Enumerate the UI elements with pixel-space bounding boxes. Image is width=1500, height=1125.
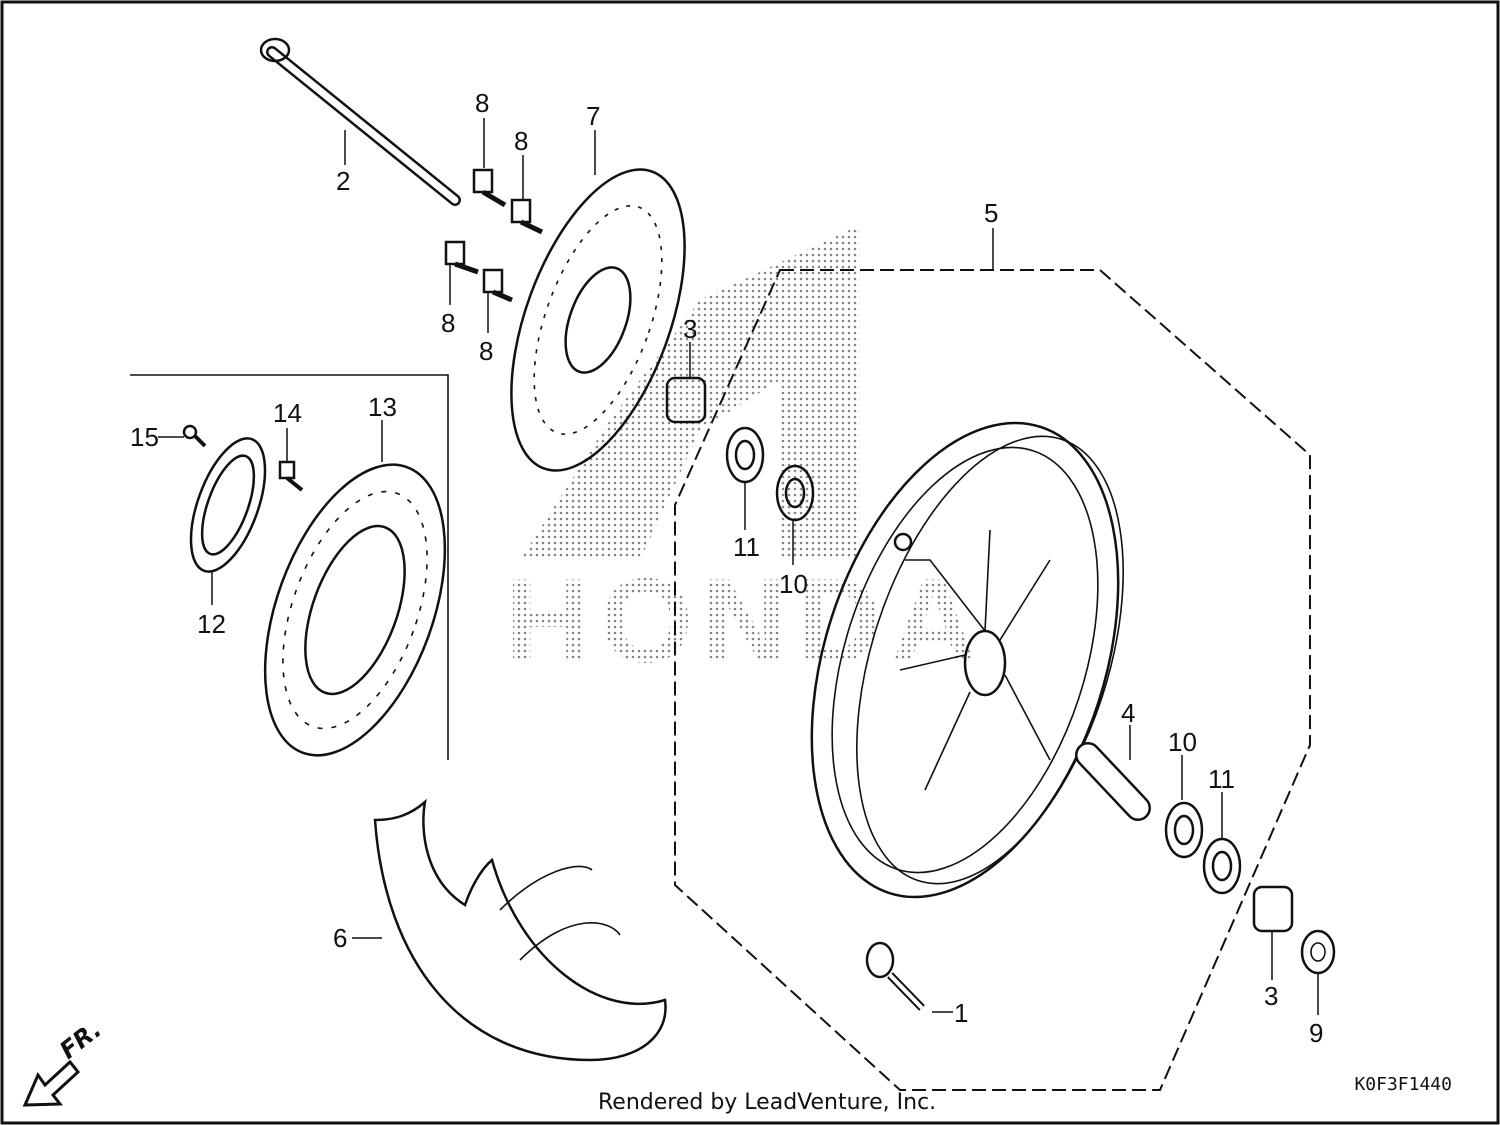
collar-upper: [665, 376, 707, 424]
callout-3-upper[interactable]: 3: [683, 314, 697, 344]
callout-8-bottom-right[interactable]: 8: [479, 336, 493, 366]
leader-lines: [158, 118, 1319, 1015]
callout-8-top-right[interactable]: 8: [514, 126, 528, 156]
callout-2[interactable]: 2: [336, 166, 350, 196]
callout-11-upper[interactable]: 11: [733, 532, 760, 562]
pulser-ring: [189, 437, 267, 573]
callout-3-lower[interactable]: 3: [1264, 981, 1278, 1011]
drawing-code: K0F3F1440: [1354, 1074, 1452, 1095]
disc-bolts: [444, 168, 544, 303]
callout-6[interactable]: 6: [333, 923, 347, 953]
render-credit: Rendered by LeadVenture, Inc.: [598, 1090, 937, 1115]
dust-seal-upper: [775, 464, 815, 522]
axle-nut: [1300, 929, 1336, 975]
callout-9[interactable]: 9: [1309, 1018, 1323, 1048]
callout-10-lower[interactable]: 10: [1168, 727, 1197, 757]
callout-13[interactable]: 13: [368, 392, 397, 422]
dust-seal-lower: [1164, 801, 1204, 859]
callout-8-top-left[interactable]: 8: [475, 88, 489, 118]
alt-brake-disc: [263, 463, 447, 757]
front-direction-arrow: FR.: [22, 1015, 107, 1107]
callout-5[interactable]: 5: [984, 198, 998, 228]
watermark-text: HONDA: [505, 554, 985, 688]
front-brake-disc: [510, 168, 686, 472]
callout-14[interactable]: 14: [273, 398, 302, 428]
honda-watermark: HONDA: [505, 225, 985, 688]
callout-7[interactable]: 7: [586, 101, 600, 131]
callout-10-upper[interactable]: 10: [779, 569, 808, 599]
callout-1[interactable]: 1: [954, 998, 968, 1028]
bearing-upper: [725, 426, 765, 484]
bearing-lower: [1202, 837, 1242, 895]
alt-parts-bracket: [130, 374, 449, 760]
axle-part: [259, 37, 461, 206]
distance-collar: [1075, 742, 1151, 821]
callout-11-lower[interactable]: 11: [1208, 764, 1235, 794]
direction-label: FR.: [54, 1015, 106, 1064]
collar-lower: [1252, 885, 1294, 933]
tire-valve: [865, 941, 925, 1011]
screws-small: [182, 424, 304, 492]
callout-15[interactable]: 15: [130, 422, 159, 452]
callout-12[interactable]: 12: [197, 609, 226, 639]
callout-4[interactable]: 4: [1121, 698, 1135, 728]
front-wheel: [810, 421, 1124, 899]
tire: [373, 798, 667, 1062]
callout-8-bottom-left[interactable]: 8: [441, 308, 455, 338]
wheel-assembly-outline: [674, 269, 1311, 1091]
